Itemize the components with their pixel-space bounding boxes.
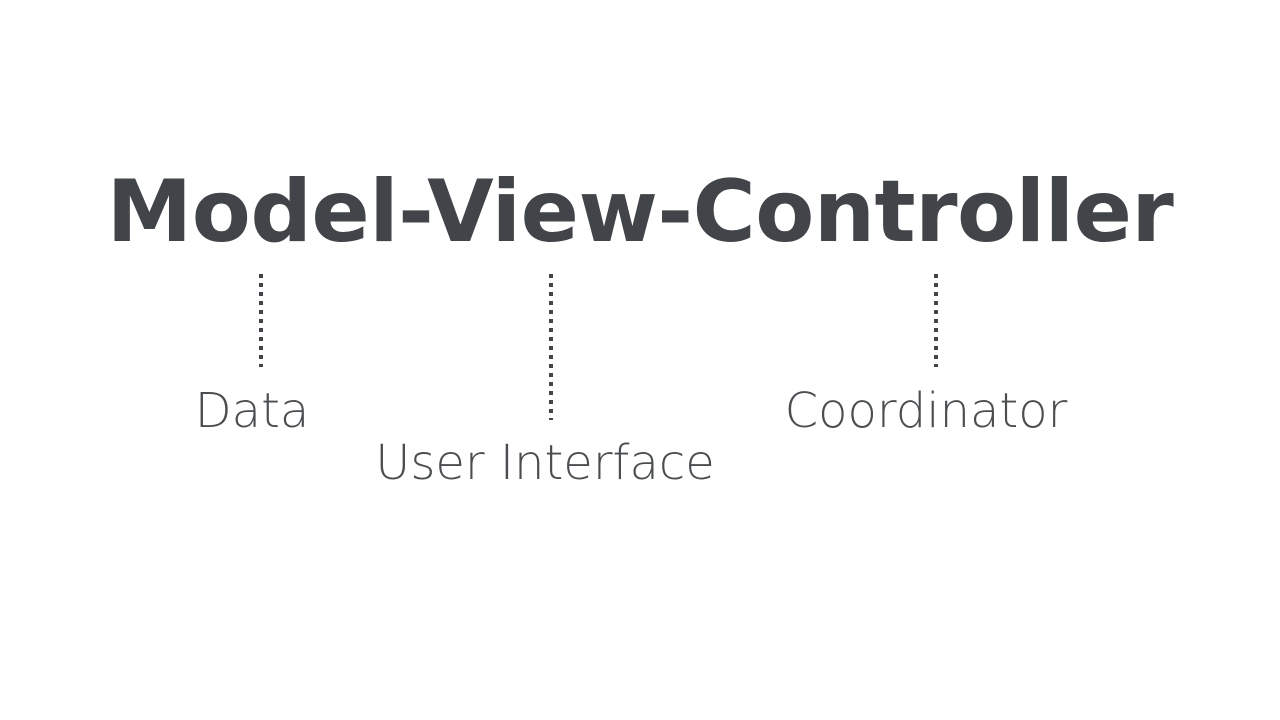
sublabel-model: Data [194,383,310,439]
sublabel-controller: Coordinator [784,383,1068,439]
page-title: Model-View-Controller [106,162,1174,262]
connector-line-view [549,274,553,420]
connector-line-model [259,274,263,367]
connector-line-controller [934,274,938,367]
sublabel-view: User Interface [375,435,715,491]
